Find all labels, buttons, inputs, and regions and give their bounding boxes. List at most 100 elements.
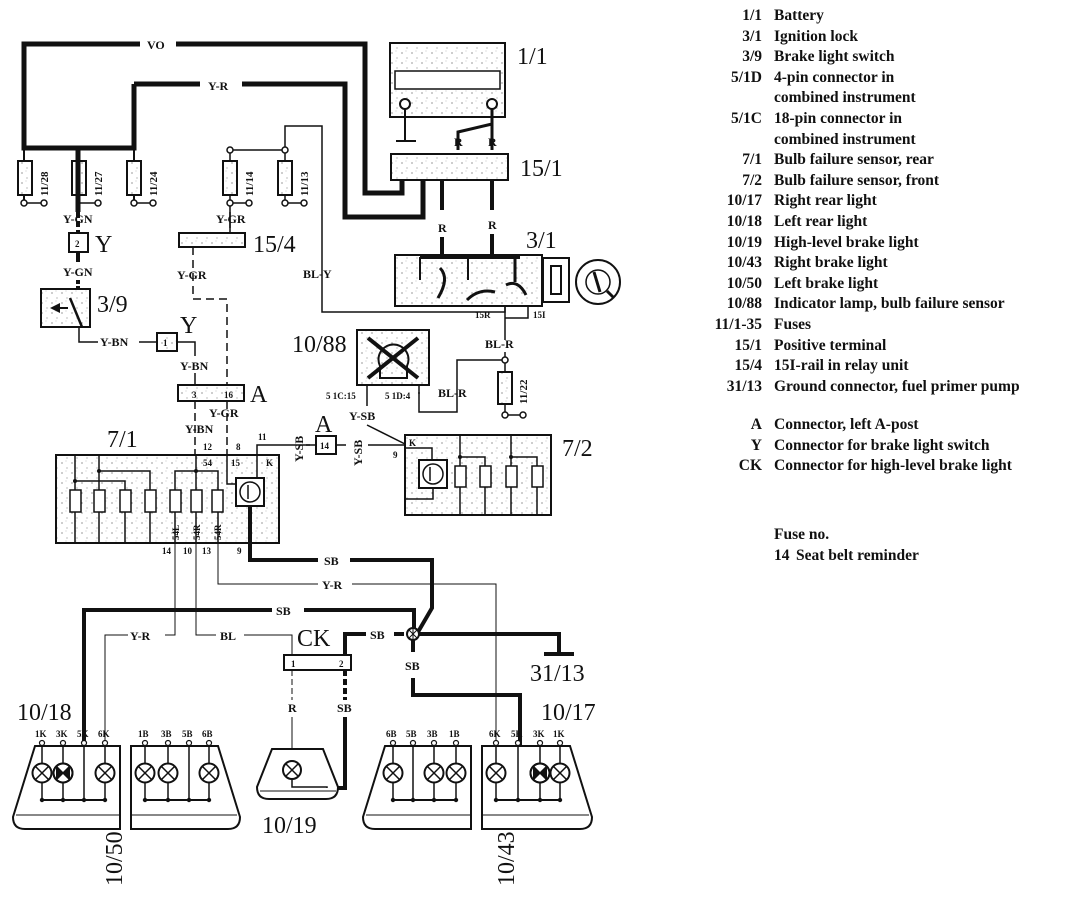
legend-row: CK Connector for high-level brake light [690, 456, 1075, 477]
connector-pin-label: 2 [75, 239, 80, 249]
fuse-title: Fuse no. [774, 526, 830, 544]
relay-rail [178, 232, 246, 248]
legend-row: combined instrument [690, 88, 1075, 109]
wire-label-r: R [438, 221, 447, 235]
pin-5-1c-15: 5 1C:15 [326, 391, 356, 401]
wire-label-y-gr: Y-GR [177, 268, 207, 282]
wire-label-bl-r: BL-R [485, 337, 514, 351]
label-right-brake-light: 10/43 [494, 831, 520, 886]
label-connector-y: Y [180, 313, 197, 339]
fuse-11-22: 11/22 [497, 356, 530, 419]
legend-description: Bulb failure sensor, front [774, 171, 940, 189]
legend-description: Connector for high-level brake light [774, 457, 1012, 475]
legend-code: 7/2 [742, 171, 762, 189]
legend-description: Positive terminal [774, 336, 887, 354]
pin-15i: 15I [533, 310, 546, 320]
pin-label: 54L [171, 525, 181, 540]
legend-code: 10/18 [726, 212, 762, 230]
connector-pin-label: 14 [320, 441, 330, 451]
bulb-failure-sensor-rear [55, 444, 290, 562]
fuse-number: 14 [774, 546, 790, 564]
brake-light-switch [40, 288, 91, 328]
pin-label: 1K [553, 729, 565, 739]
legend-description: Indicator lamp, bulb failure sensor [774, 295, 1005, 313]
legend-code: A [750, 416, 762, 434]
pin-label: 1K [35, 729, 47, 739]
pin-label: 5B [182, 729, 193, 739]
pin-label: 3K [533, 729, 545, 739]
pin-label: 14 [162, 546, 172, 556]
legend-description: Ground connector, fuel primer pump [774, 377, 1020, 395]
legend-code: CK [738, 457, 762, 475]
wire-label-y-r: Y-R [322, 578, 343, 592]
connector-ck [283, 654, 352, 671]
wire-label-y-gn: Y-GN [63, 265, 93, 279]
legend-description: Connector for brake light switch [774, 436, 990, 454]
wire-label-bl-y: BL-Y [303, 267, 332, 281]
pin-label: 5B [406, 729, 417, 739]
legend-description: Right brake light [774, 254, 888, 272]
label-sensor-rear: 7/1 [107, 427, 138, 453]
wire-label-bl: BL [220, 629, 236, 643]
label-relay-rail: 15/4 [253, 232, 296, 258]
label-connector-a: A [315, 412, 333, 438]
pin-label: 54R [192, 524, 202, 540]
connector-pin-label: 3 [192, 390, 197, 400]
wire-label-y-gr: Y-GR [209, 406, 239, 420]
pin-5-1d-4: 5 1D:4 [385, 391, 411, 401]
wire-label-y-bn: Y-BN [180, 359, 209, 373]
legend-description: 4-pin connector in [774, 68, 895, 86]
fuse-11-27: 11/27 [71, 150, 105, 212]
pin-label: 10 [183, 546, 193, 556]
legend-code [690, 88, 774, 109]
pin-label: 6K [98, 729, 110, 739]
wire-label-y-bn: Y-BN [185, 422, 214, 436]
legend-description: Ignition lock [774, 27, 858, 45]
wire-label-y-r-top: Y-R [208, 79, 229, 93]
pin-label: 54 [203, 458, 213, 468]
wire-label-y-sb: Y-SB [292, 436, 306, 462]
pin-label: 5K [77, 729, 89, 739]
pin-label: 15 [231, 458, 241, 468]
battery [389, 42, 506, 150]
wire-label-r: R [488, 135, 497, 149]
high-level-brake-light [255, 748, 340, 800]
legend-description: 15I-rail in relay unit [774, 357, 909, 375]
legend-description: Right rear light [774, 192, 877, 210]
pin-label: 1B [138, 729, 149, 739]
label-positive-terminal: 15/1 [520, 156, 563, 182]
wire-label-y-gr: Y-GR [216, 212, 246, 226]
wire-label-y-r: Y-R [130, 629, 151, 643]
legend-code: 10/19 [726, 233, 762, 251]
legend-code: 15/1 [734, 336, 762, 354]
pin-label: 6B [202, 729, 213, 739]
wire-label-y-gn: Y-GN [63, 212, 93, 226]
pin-label: 1B [449, 729, 460, 739]
wire-label-r: R [488, 218, 497, 232]
wire-y-r-top [134, 81, 426, 220]
ignition-lock [394, 254, 621, 307]
legend-code: 5/1C [731, 109, 762, 127]
label-connector-ck: CK [297, 626, 331, 652]
connector-a [177, 384, 245, 402]
legend-code: 11/1-35 [714, 315, 762, 333]
legend-code: 10/50 [726, 274, 762, 292]
pin-label: 54R [213, 524, 223, 540]
label-connector-y: Y [95, 232, 112, 258]
pin-label: 13 [202, 546, 212, 556]
legend-description: combined instrument [774, 130, 916, 148]
fuse-11-24: 11/24 [126, 148, 160, 207]
pin-label: 3B [427, 729, 438, 739]
pin-label: 3B [161, 729, 172, 739]
